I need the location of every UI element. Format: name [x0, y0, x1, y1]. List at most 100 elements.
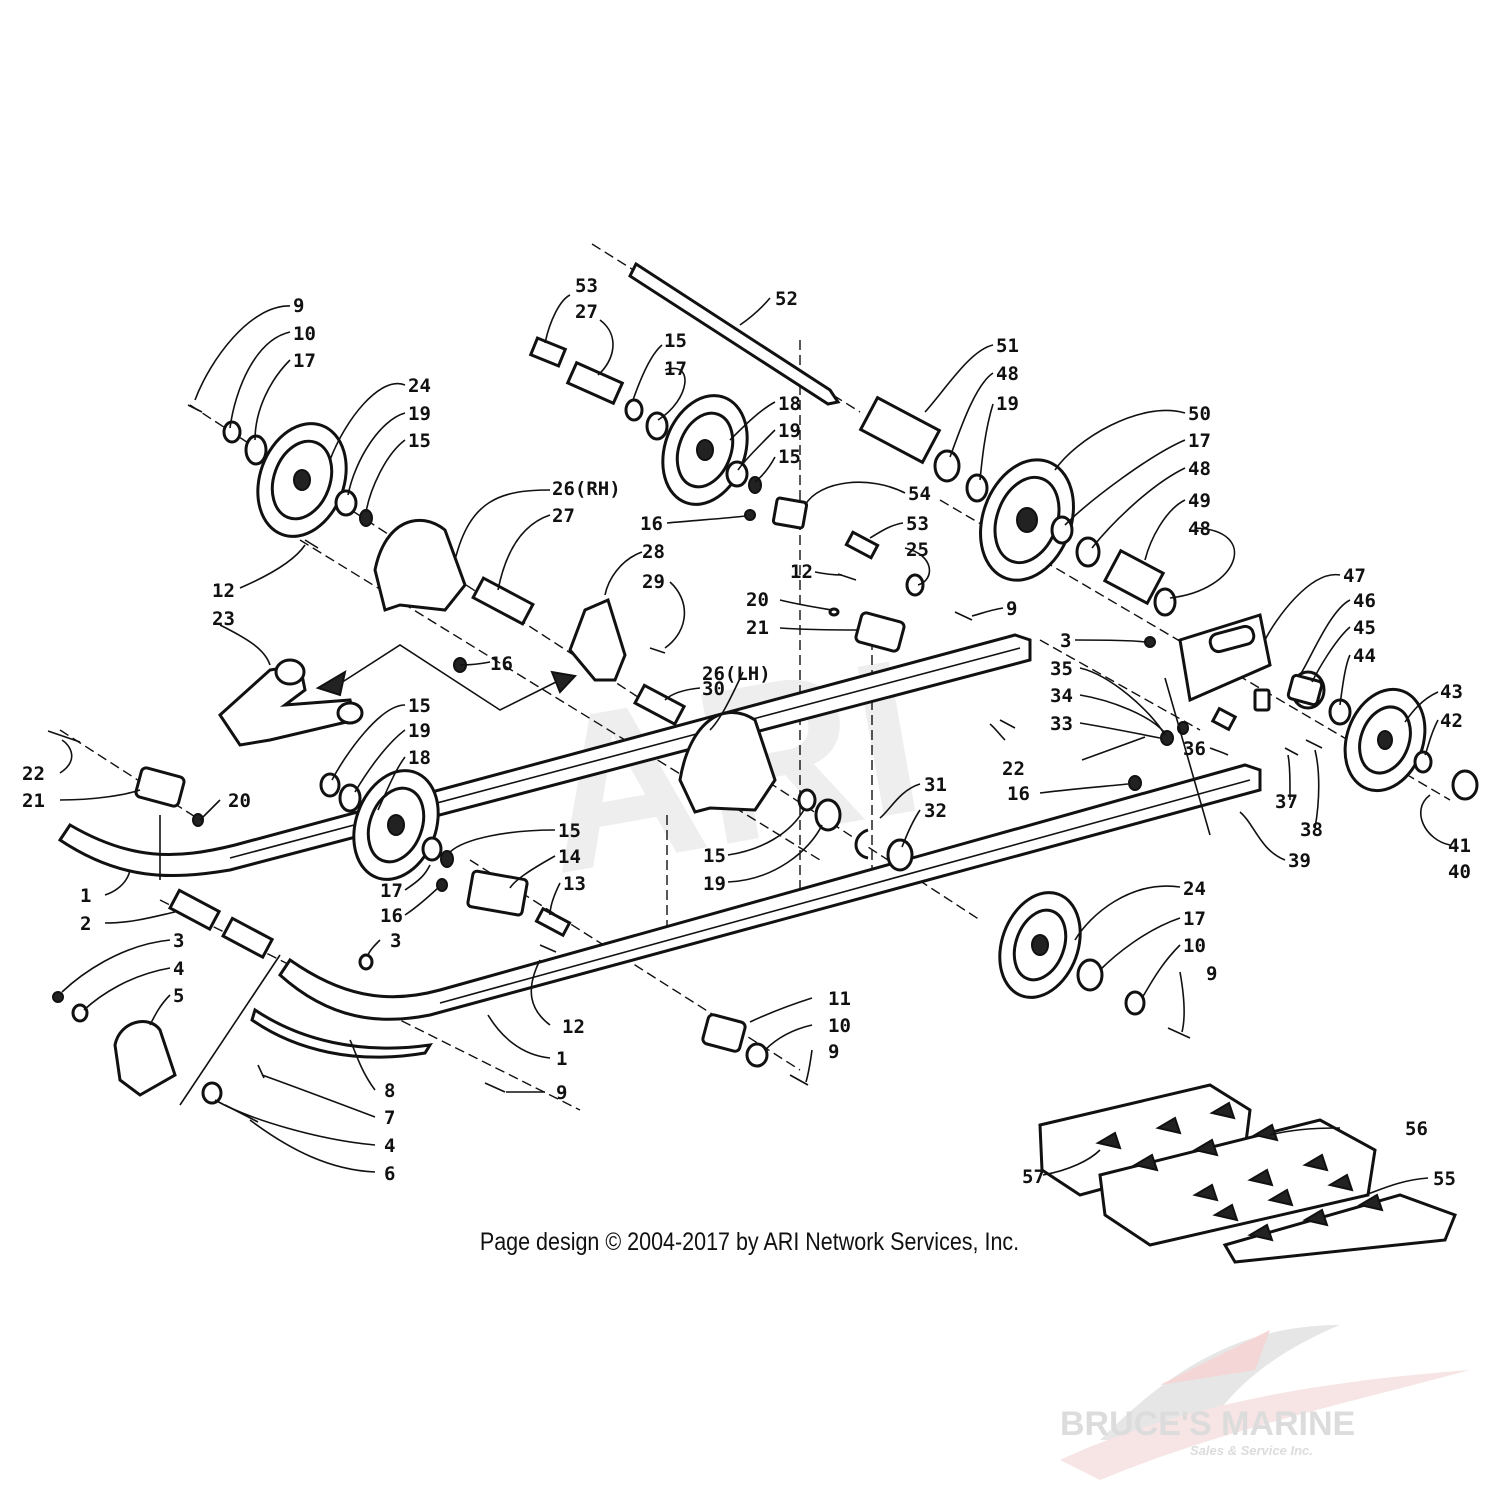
- callout-label: 1: [80, 885, 91, 907]
- callout-label: 22: [22, 763, 45, 785]
- callout-label: 6: [384, 1163, 395, 1185]
- callout-label: 4: [384, 1135, 395, 1157]
- callout-label: 9: [828, 1041, 839, 1063]
- callout-label: 23: [212, 608, 235, 630]
- callout-label: 5: [173, 985, 184, 1007]
- callout-label: 12: [562, 1016, 585, 1038]
- callout-label: 4: [173, 958, 184, 980]
- callout-label: 21: [22, 790, 45, 812]
- shock-mount-bracket: [568, 597, 627, 682]
- callout-label: 40: [1448, 861, 1471, 883]
- callout-label: 29: [642, 571, 665, 593]
- callout-label: 46: [1353, 590, 1376, 612]
- callout-label: 15: [558, 820, 581, 842]
- track-section: [1038, 1083, 1457, 1264]
- callout-label: 51: [996, 335, 1019, 357]
- rear-link-arm: [218, 658, 364, 747]
- callout-label: 44: [1353, 645, 1376, 667]
- callout-label: 36: [1183, 738, 1206, 760]
- idler-wheel-front-left: [352, 769, 440, 881]
- callout-label: 16: [380, 905, 403, 927]
- callout-label: 35: [1050, 658, 1073, 680]
- callout-label: 18: [778, 393, 801, 415]
- callout-label: 16: [1007, 783, 1030, 805]
- callout-label: 37: [1275, 791, 1298, 813]
- front-arm-bracket-rh: [373, 519, 467, 612]
- front-arm-bracket-lh: [678, 711, 777, 814]
- callout-label: 50: [1188, 403, 1211, 425]
- callout-label: 12: [790, 561, 813, 583]
- callout-label: 17: [293, 350, 316, 372]
- callout-label: 9: [1006, 598, 1017, 620]
- callout-label: 19: [703, 873, 726, 895]
- callout-label: 27: [552, 505, 575, 527]
- spacer-tubes: [167, 336, 1238, 960]
- callout-label: 17: [664, 358, 687, 380]
- callout-label: 53: [906, 513, 929, 535]
- callout-label: 32: [924, 800, 947, 822]
- callout-label: 25: [906, 539, 929, 561]
- callout-label: 31: [924, 774, 947, 796]
- shock-link-arrow: [315, 644, 577, 711]
- callout-label: 24: [1183, 878, 1206, 900]
- copyright-notice: Page design © 2004-2017 by ARI Network S…: [479, 1228, 1020, 1256]
- slide-rail-left: [278, 763, 1262, 1021]
- callout-label: 56: [1405, 1118, 1428, 1140]
- wear-strip: [250, 1007, 433, 1059]
- callout-label: 52: [775, 288, 798, 310]
- callout-label: 24: [408, 375, 431, 397]
- callout-label: 10: [293, 323, 316, 345]
- idler-wheel-rear-right: [1343, 687, 1427, 793]
- callout-label: 10: [1183, 935, 1206, 957]
- callout-label: 19: [408, 720, 431, 742]
- callout-label: 3: [390, 930, 401, 952]
- callout-label: 9: [293, 295, 304, 317]
- callout-label: 48: [1188, 518, 1211, 540]
- callout-label: 39: [1288, 850, 1311, 872]
- callout-label: 21: [746, 617, 769, 639]
- rear-axle-shaft: [628, 261, 841, 406]
- dealer-logo: BRUCE'S MARINE Sales & Service Inc.: [1060, 1325, 1470, 1480]
- callout-label: 15: [778, 446, 801, 468]
- callout-label: 57: [1022, 1166, 1045, 1188]
- callout-labels: 9 10 17 24 19 15 12 23 26(RH) 27 16 53 2…: [22, 275, 1471, 1190]
- callout-label: 18: [408, 747, 431, 769]
- callout-label: 13: [563, 873, 586, 895]
- callout-label: 38: [1300, 819, 1323, 841]
- callout-label: 3: [173, 930, 184, 952]
- callout-label: 19: [996, 393, 1019, 415]
- callout-label: 47: [1343, 565, 1366, 587]
- callout-label: 48: [996, 363, 1019, 385]
- callout-label: 19: [408, 403, 431, 425]
- callout-label: 15: [703, 845, 726, 867]
- callout-label: 43: [1440, 681, 1463, 703]
- callout-label: 9: [556, 1082, 567, 1104]
- callout-label: 17: [1183, 908, 1206, 930]
- callout-label: 10: [828, 1015, 851, 1037]
- callout-label: 30: [702, 678, 725, 700]
- callout-label: 49: [1188, 490, 1211, 512]
- snap-ring: [854, 828, 869, 860]
- callout-label: 33: [1050, 713, 1073, 735]
- callout-label: 34: [1050, 685, 1073, 707]
- callout-label: 26(RH): [552, 478, 621, 500]
- callout-label: 11: [828, 988, 851, 1010]
- callout-label: 20: [228, 790, 251, 812]
- callout-label: 8: [384, 1080, 395, 1102]
- callout-label: 26(LH): [702, 663, 771, 685]
- callout-label: 14: [558, 846, 581, 868]
- callout-label: 17: [380, 880, 403, 902]
- callout-label: 48: [1188, 458, 1211, 480]
- callout-label: 12: [212, 580, 235, 602]
- adjuster-blocks: [134, 496, 1324, 1053]
- callout-label: 28: [642, 541, 665, 563]
- callout-label: 1: [556, 1048, 567, 1070]
- callout-label: 15: [408, 695, 431, 717]
- callout-label: 17: [1188, 430, 1211, 452]
- callout-label: 55: [1433, 1168, 1456, 1190]
- logo-name: BRUCE'S MARINE: [1060, 1405, 1355, 1443]
- callout-label: 22: [1002, 758, 1025, 780]
- callout-label: 9: [1206, 963, 1217, 985]
- callout-label: 2: [80, 913, 91, 935]
